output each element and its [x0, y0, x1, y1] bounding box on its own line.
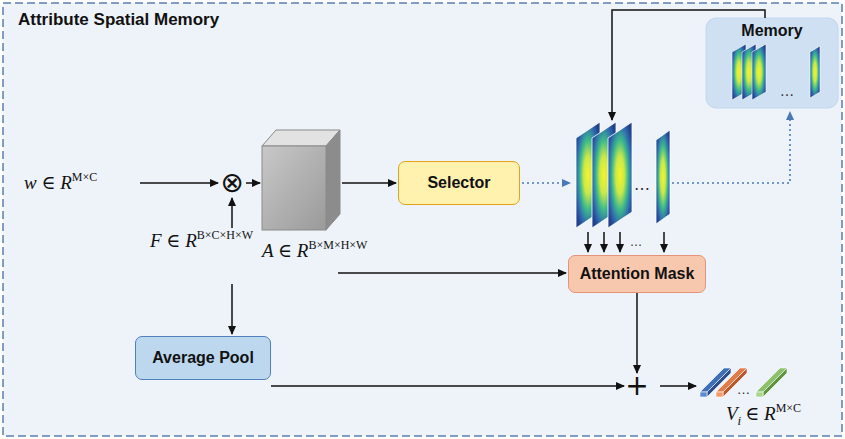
memory-panel — [706, 18, 838, 108]
operator-symbol: + — [625, 372, 648, 400]
attention-maps: … — [576, 122, 670, 228]
average-pool-box: Average Pool — [135, 336, 271, 380]
dotted-arrows — [522, 112, 790, 183]
panel-title: Attribute Spatial Memory — [18, 10, 219, 30]
shape-superscript: M×C — [776, 401, 801, 415]
flow-connector — [271, 385, 624, 387]
selector-box: Selector — [398, 161, 520, 205]
shape-superscript: B×M×H×W — [308, 238, 367, 252]
svg-text:…: … — [630, 235, 642, 249]
box-label: Selector — [427, 174, 490, 192]
shape-superscript: M×C — [72, 170, 97, 184]
shape-superscript: B×C×H×W — [197, 228, 253, 242]
add-op: + — [624, 373, 650, 399]
box-label: Attention Mask — [580, 265, 695, 283]
math-label: A ∈ RB×M×H×W — [262, 238, 367, 262]
svg-text:…: … — [634, 175, 650, 194]
box-label: Average Pool — [152, 349, 254, 367]
flow-connector — [636, 293, 638, 373]
symbol-text: A ∈ R — [262, 240, 308, 261]
multiply-op: ⊗ — [219, 170, 245, 196]
panel-outline — [3, 3, 842, 436]
operator-symbol: ⊗ — [220, 169, 243, 197]
attention-mask-box: Attention Mask — [568, 255, 706, 293]
attention-tensor-cube — [262, 130, 340, 230]
symbol-text: ∈ R — [745, 403, 775, 424]
flow-arrows: … — [140, 10, 765, 386]
memory-bank: Memory — [706, 18, 838, 108]
math-label: F ∈ RB×C×H×W — [150, 228, 253, 252]
memory-maps: … — [732, 44, 820, 100]
symbol-text: F ∈ R — [150, 230, 197, 251]
index-subscript: i — [738, 413, 742, 428]
math-label: w ∈ RM×C — [24, 170, 97, 194]
math-label: Vi∈ RM×C — [726, 401, 801, 429]
svg-text:…: … — [780, 83, 794, 99]
symbol-text: V — [726, 403, 738, 424]
svg-text:…: … — [737, 382, 750, 397]
symbol-text: w ∈ R — [24, 172, 72, 193]
box-label: Memory — [706, 22, 838, 40]
output-vectors: … — [700, 368, 787, 397]
